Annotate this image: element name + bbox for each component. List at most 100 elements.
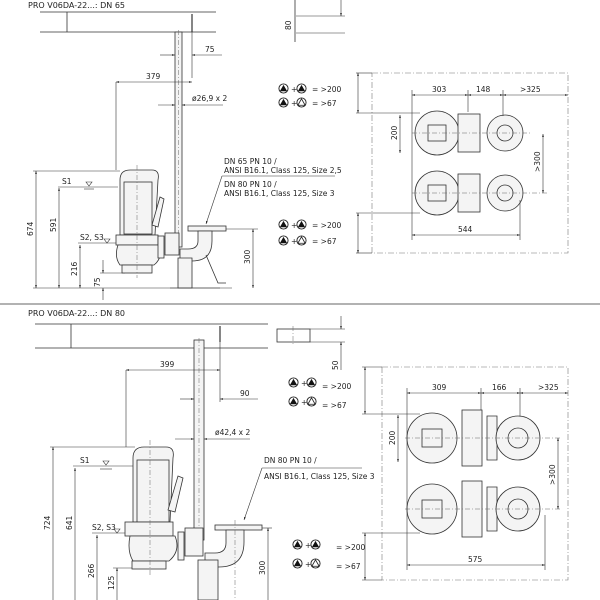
- dim-544: 544: [458, 225, 473, 234]
- level-s1: S1: [80, 456, 90, 465]
- dim-166: 166: [492, 383, 507, 392]
- dim-300-spacing: >300: [548, 464, 557, 485]
- dim-148: 148: [476, 85, 491, 94]
- dim-125: 125: [107, 575, 116, 590]
- dim-300-spacing: >300: [533, 151, 542, 172]
- clearance-standby: = >67: [312, 99, 337, 108]
- dim-674: 674: [26, 221, 35, 236]
- svg-text:+: +: [301, 379, 307, 388]
- dim-724: 724: [43, 515, 52, 530]
- svg-text:+: +: [291, 99, 297, 108]
- plan-view: 303 148 >325 200 >300 544: [356, 72, 569, 254]
- dim-200: 200: [390, 125, 399, 140]
- ceiling-slab: [40, 11, 216, 33]
- dim-399: 399: [160, 360, 175, 369]
- dim-pipe-diameter: ø42,4 x 2: [215, 428, 250, 437]
- pump-unit: [115, 165, 180, 278]
- svg-text:+: +: [291, 85, 297, 94]
- plan-pump-1: [405, 409, 562, 467]
- pump-filled-icon: [296, 219, 307, 230]
- svg-text:+: +: [305, 541, 311, 550]
- dim-591: 591: [49, 217, 58, 232]
- dim-575: 575: [468, 555, 483, 564]
- dim-50: 50: [331, 360, 340, 370]
- flange-label-1: DN 80 PN 10 /: [264, 456, 317, 465]
- section-title: PRO V06DA-22...: DN 65: [28, 1, 125, 10]
- flange-label-1: DN 65 PN 10 /: [224, 157, 277, 166]
- svg-text:+: +: [291, 221, 297, 230]
- pump-outline-icon: [296, 97, 307, 108]
- pump-filled-icon: [278, 235, 289, 246]
- dim-200: 200: [388, 430, 397, 445]
- riser-pipe: [193, 338, 205, 545]
- pump-filled-icon: [288, 396, 299, 407]
- clearance-both: = >200: [322, 382, 351, 391]
- svg-text:+: +: [301, 398, 307, 407]
- pump-filled-icon: [288, 377, 299, 388]
- flange-label-2: ANSI B16.1, Class 125, Size 2,5: [224, 166, 342, 175]
- dim-pipe-diameter: ø26,9 x 2: [192, 94, 227, 103]
- pump-unit: [124, 440, 204, 575]
- dim-309: 309: [432, 383, 447, 392]
- clearance-both: = >200: [312, 221, 341, 230]
- pump-filled-icon: [292, 558, 303, 569]
- clearance-standby: = >67: [312, 237, 337, 246]
- section-dn80: PRO V06DA-22...: DN 80 50 399 90 ø42,4 x…: [28, 309, 569, 600]
- plan-pump-1: [412, 110, 530, 156]
- dim-75-base: 75: [93, 277, 102, 287]
- clearance-both: = >200: [336, 543, 365, 552]
- plan-view: 309 166 >325 200 >300 575: [362, 366, 569, 581]
- plan-pump-2: [412, 170, 548, 216]
- dimensions: 399 90 ø42,4 x 2 724 641 266 125 300: [43, 342, 272, 600]
- flange-label-3: DN 80 PN 10 /: [224, 180, 277, 189]
- pump-filled-icon: [306, 377, 317, 388]
- clearance-standby: = >67: [322, 401, 347, 410]
- duckfoot-bend: [197, 520, 263, 600]
- dim-300: 300: [243, 249, 252, 264]
- dim-300: 300: [258, 560, 267, 575]
- pump-filled-icon: [296, 83, 307, 94]
- pump-filled-icon: [310, 539, 321, 550]
- svg-text:+: +: [305, 560, 311, 569]
- dim-303: 303: [432, 85, 447, 94]
- flange-callout: DN 65 PN 10 / ANSI B16.1, Class 125, Siz…: [205, 157, 342, 225]
- dim-325: >325: [538, 383, 559, 392]
- flange-callout: DN 80 PN 10 / ANSI B16.1, Class 125, Siz…: [243, 456, 375, 521]
- ceiling-slab: [35, 323, 268, 349]
- pump-filled-icon: [278, 219, 289, 230]
- duckfoot-bend: [170, 225, 232, 289]
- dim-90: 90: [240, 389, 250, 398]
- pump-filled-icon: [292, 539, 303, 550]
- water-levels: S1 S2, S3: [73, 456, 135, 534]
- pump-filled-icon: [278, 83, 289, 94]
- plan-pump-2: [405, 480, 562, 538]
- flange-label-4: ANSI B16.1, Class 125, Size 3: [224, 189, 335, 198]
- dim-641: 641: [65, 515, 74, 530]
- level-s2-s3: S2, S3: [92, 523, 116, 532]
- dim-216: 216: [70, 261, 79, 276]
- clearance-legend-bottom: + = >200 + = >67 + = >200 + = >67: [288, 377, 365, 571]
- level-s2-s3: S2, S3: [80, 233, 104, 242]
- flange-label-2: ANSI B16.1, Class 125, Size 3: [264, 472, 375, 481]
- dimensions: 75 379 ø26,9 x 2 674 591 216 75 300: [26, 32, 258, 300]
- section-title: PRO V06DA-22...: DN 80: [28, 309, 125, 318]
- dim-325: >325: [520, 85, 541, 94]
- dim-379: 379: [146, 72, 161, 81]
- level-s1: S1: [62, 177, 72, 186]
- wall-bracket: 80: [284, 0, 345, 42]
- dim-266: 266: [87, 563, 96, 578]
- riser-pipe: [174, 30, 183, 250]
- clearance-both: = >200: [312, 85, 341, 94]
- svg-text:+: +: [291, 237, 297, 246]
- section-dn65: PRO V06DA-22...: DN 65 80 75 379 ø26,9 x…: [26, 0, 569, 300]
- clearance-standby: = >67: [336, 562, 361, 571]
- wall-bracket: 50: [276, 316, 345, 370]
- pump-filled-icon: [278, 97, 289, 108]
- clearance-legend-top: + = >200 + = >67 + = >200 + = >67: [278, 83, 341, 246]
- pump-outline-icon: [296, 235, 307, 246]
- water-levels: S1 S2, S3: [58, 177, 118, 244]
- dim-80: 80: [284, 20, 293, 30]
- pump-outline-icon: [306, 396, 317, 407]
- dim-75: 75: [205, 45, 215, 54]
